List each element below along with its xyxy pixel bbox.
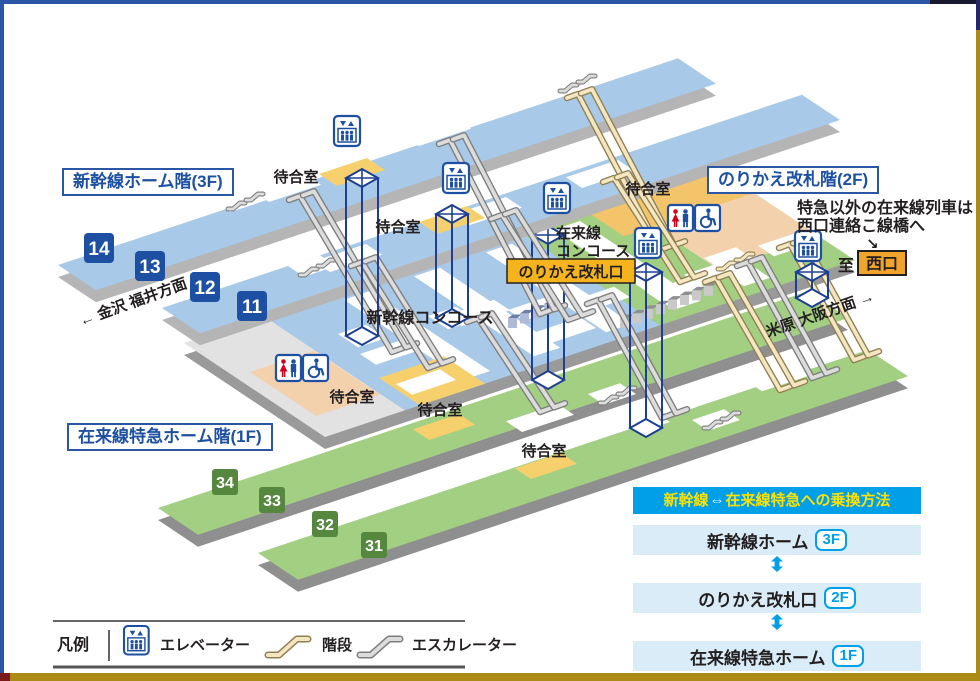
legend: 凡例 エレベーター 階段 エスカレーター [53,620,517,669]
floor-chip-2f: 2F [824,587,856,609]
legend-escalator-label: エスカレーター [412,637,517,654]
floor-label-3f: 新幹線ホーム階(3F) [62,168,234,197]
southeast-arrow: ↘ [866,236,879,253]
svg-text:31: 31 [365,538,383,555]
legend-elevator-icon [122,624,150,656]
floor-chip-1f: 1F [832,645,864,667]
svg-text:11: 11 [242,297,263,318]
platform-badge-14: 14 [84,233,114,263]
shinkansen-concourse-label: 新幹線コンコース [366,308,493,327]
border-right [976,30,980,681]
platforms-1f [158,291,908,592]
svg-text:34: 34 [216,475,234,492]
legend-title: 凡例 [57,635,89,654]
transfer-gate-label: のりかえ改札口 [518,263,623,281]
legend-stairs-label: 階段 [322,636,352,654]
elevator-icon [332,114,362,148]
legend-stairs-icon [264,635,312,659]
elevator-icon [793,229,823,263]
legend-escalator-icon [356,635,404,659]
elevator-icon [441,161,471,195]
transfer-gate-label-box [506,258,636,284]
border-bottom [10,673,980,681]
border-top [0,0,980,4]
platform-3f-14-13 [58,58,716,303]
platform-badge-33: 33 [259,487,285,513]
svg-text:33: 33 [263,493,281,510]
legend-elevator-label: エレベーター [160,637,250,654]
platform-badge-13: 13 [135,251,165,281]
wheelchair-icon [693,203,722,233]
border-right-top [976,0,980,30]
waiting-room-label: 待合室 [625,180,670,198]
west-exit-note: 特急以外の在来線列車は [797,198,973,217]
wheelchair-icon [301,353,330,383]
floor-label-2f: のりかえ改札階(2F) [707,166,880,195]
floor-chip-3f: 3F [815,529,847,551]
elevator-icon [542,181,572,215]
svg-text:12: 12 [194,278,215,299]
waiting-room-label: 待合室 [521,442,566,460]
waiting-room-label: 待合室 [375,218,420,236]
elevator-icon [633,226,663,260]
waiting-room-label: 待合室 [273,168,318,186]
local-concourse-label: 在来線 [556,224,601,242]
to-prefix-label: 至 [838,257,854,275]
border-top-right-dark [930,0,980,4]
svg-text:14: 14 [88,239,110,260]
svg-text:13: 13 [139,257,160,278]
platform-badge-11: 11 [237,291,267,321]
restroom-icon [666,203,695,233]
west-exit-label: 西口 [866,255,898,273]
waiting-room-label: 待合室 [417,401,462,419]
updown-arrow-icon [633,613,921,630]
local-concourse-label: コンコース [556,243,630,260]
waiting-room-label: 待合室 [329,388,374,406]
svg-text:32: 32 [316,517,334,534]
platform-badge-32: 32 [312,511,338,537]
updown-arrow-icon [633,555,921,572]
floor-label-1f: 在来線特急ホーム階(1F) [67,423,273,452]
double-arrow-icon: ⇔ [709,492,725,509]
platform-badge-34: 34 [212,469,238,495]
platform-badge-12: 12 [190,272,220,302]
west-exit-box[interactable] [857,250,907,276]
platform-badge-31: 31 [361,532,387,558]
transfer-panel-title: 新幹線⇔在来線特急への乗換方法 [633,487,921,514]
border-bottom-left-red [0,673,10,681]
border-left [0,0,4,681]
west-exit-note: 西口連絡こ線橋へ [797,216,925,235]
stairs-escalators-2f-1f [463,224,883,439]
restroom-icon [274,353,303,383]
